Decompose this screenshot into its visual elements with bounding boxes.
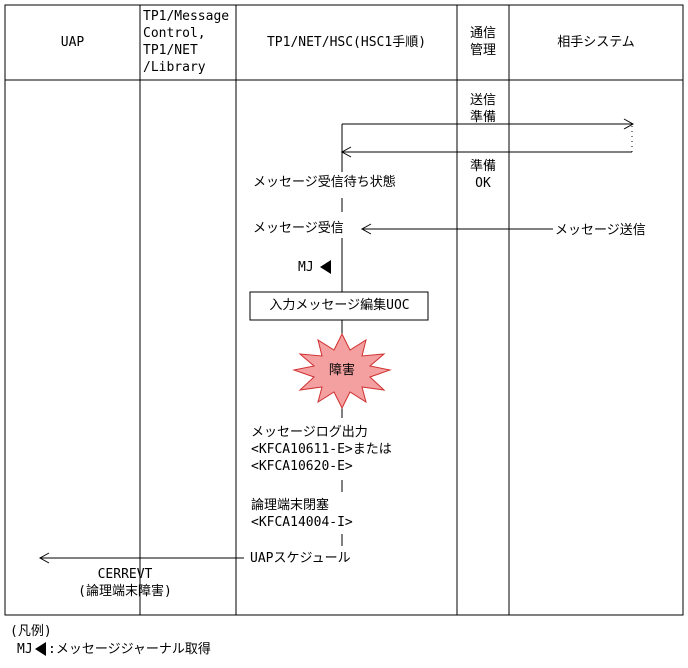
legend-description: :メッセージジャーナル取得 xyxy=(48,642,211,657)
column-header-uap: UAP xyxy=(60,35,85,50)
uap-schedule-arrowhead xyxy=(38,552,50,564)
column-header-comm: 通信 管理 xyxy=(469,26,496,58)
mj-label: MJ xyxy=(298,260,314,275)
failure-label: 障害 xyxy=(328,363,355,378)
legend-mj: MJ xyxy=(17,642,33,657)
uap-schedule-label: UAPスケジュール xyxy=(250,551,351,566)
legend-mj-triangle-icon xyxy=(35,642,46,656)
diagram-frame xyxy=(4,4,684,616)
cerrevt-label: CERREVT (論理端末障害) xyxy=(78,567,172,599)
legend-title: (凡例) xyxy=(10,624,52,639)
terminal-block-label: 論理端末閉塞 <KFCA14004-I> xyxy=(251,498,353,530)
prep-ok-label: 準備 OK xyxy=(469,159,496,191)
column-header-middleware: TP1/Message Control, TP1/NET /Library xyxy=(143,9,230,75)
wait-state-label: メッセージ受信待ち状態 xyxy=(253,175,396,190)
column-header-protocol: TP1/NET/HSC(HSC1手順) xyxy=(266,35,427,50)
send-prep-arrowhead xyxy=(623,118,635,130)
mj-triangle-icon xyxy=(320,260,331,274)
remote-send-label: メッセージ送信 xyxy=(555,223,646,238)
message-send-arrowhead xyxy=(360,223,372,235)
column-header-remote: 相手システム xyxy=(557,35,635,50)
receive-label: メッセージ受信 xyxy=(253,221,344,236)
failure-burst-icon xyxy=(292,332,392,410)
uoc-box xyxy=(249,291,429,321)
uoc-box-label: 入力メッセージ編集UOC xyxy=(269,298,410,313)
log-output-label: メッセージログ出力 <KFCA10611-E>または <KFCA10620-E> xyxy=(251,425,392,474)
send-prep-label: 送信 準備 xyxy=(469,93,496,125)
